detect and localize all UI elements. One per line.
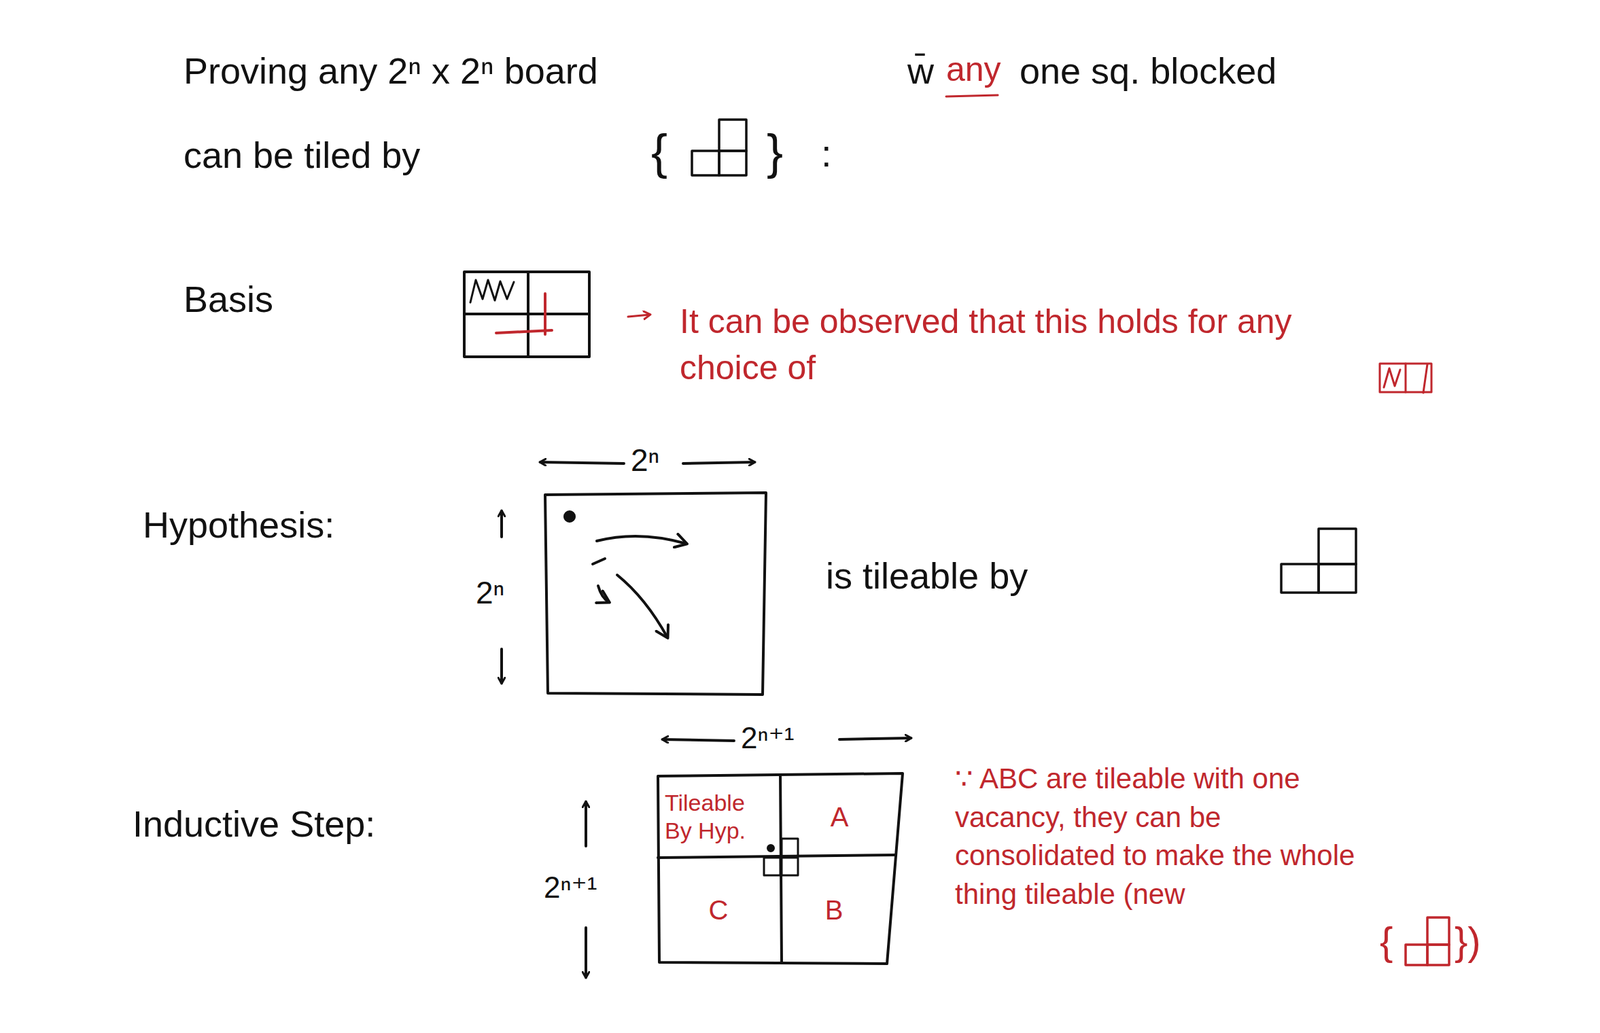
note-text: ∵ ABC are tileable with one vacancy, the…: [954, 759, 1363, 915]
dimension-label: 2ⁿ: [475, 574, 505, 612]
brace: {: [651, 122, 668, 181]
brace: }): [1454, 917, 1482, 966]
dimension-arrows: [585, 738, 911, 978]
dimension-label: 2ⁿ: [630, 441, 660, 480]
underline: [946, 95, 998, 97]
quadrant-label: C: [708, 893, 729, 927]
brace: {: [1379, 917, 1393, 966]
dimension-arrows: [501, 462, 755, 684]
blocked-tromino-icon: [1379, 363, 1432, 393]
tromino-icon: [691, 119, 747, 176]
heading-text: :: [821, 130, 832, 177]
tromino-icon: [1405, 917, 1450, 966]
basis-grid: [464, 271, 590, 357]
quadrant-label: A: [830, 800, 849, 834]
tromino-icon: [1281, 528, 1356, 593]
quadrant: C: [660, 860, 777, 960]
note-text: It can be observed that this holds for a…: [679, 299, 1346, 391]
quadrant-label: B: [825, 893, 844, 927]
inductive-board: [657, 773, 903, 964]
statement-text: is tileable by: [825, 553, 1028, 599]
section-label: Basis: [183, 277, 274, 322]
heading-text: one sq. blocked: [1019, 48, 1277, 94]
quadrant-label: Tileable By Hyp.: [664, 789, 773, 845]
quadrant: A: [783, 778, 896, 856]
quadrant: B: [783, 860, 885, 960]
heading-text: w̄: [907, 48, 934, 94]
heading-text: Proving any 2ⁿ x 2ⁿ board: [183, 48, 599, 94]
dimension-label: 2ⁿ⁺¹: [740, 720, 794, 757]
red-arrow: [628, 314, 650, 317]
brace: }: [766, 122, 784, 181]
dimension-label: 2ⁿ⁺¹: [543, 870, 597, 907]
section-label: Inductive Step:: [132, 802, 376, 847]
section-label: Hypothesis:: [142, 502, 335, 548]
quadrant: Tileable By Hyp.: [660, 778, 777, 856]
heading-text: can be tiled by: [183, 133, 421, 178]
heading-text: any: [946, 48, 1002, 90]
hypothesis-board: [545, 492, 767, 695]
